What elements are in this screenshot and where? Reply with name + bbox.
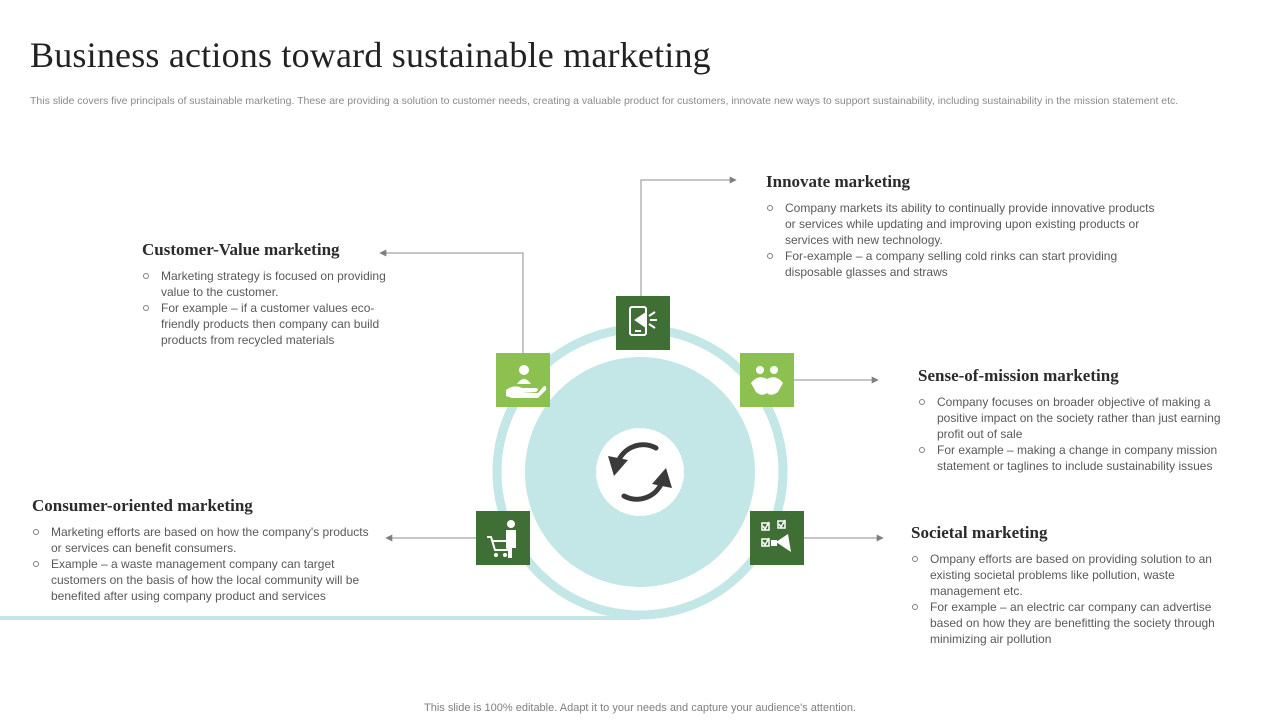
innovate-icon-tile — [616, 296, 670, 350]
sense-of-mission-marketing-title: Sense-of-mission marketing — [918, 366, 1119, 385]
handshake-icon — [751, 366, 783, 395]
innovate-marketing-title: Innovate marketing — [766, 172, 911, 191]
slide-subtitle: This slide covers five principals of sus… — [30, 95, 1179, 107]
sense-of-mission-marketing-block: Sense-of-mission marketing Company focus… — [918, 366, 1238, 474]
societal-icon-tile — [750, 511, 804, 565]
center-circle — [596, 428, 684, 516]
innovate-marketing-bullets: Company markets its ability to continual… — [766, 200, 1166, 280]
consumer-oriented-marketing-block: Consumer-oriented marketing Marketing ef… — [32, 496, 377, 604]
list-item: Marketing strategy is focused on providi… — [142, 268, 410, 300]
list-item: For-example – a company selling cold rin… — [766, 248, 1166, 280]
list-item: For example – if a customer values eco-f… — [142, 300, 410, 348]
list-item: For example – making a change in company… — [918, 442, 1238, 474]
sense-of-mission-marketing-bullets: Company focuses on broader objective of … — [918, 394, 1238, 474]
list-item: Ompany efforts are based on providing so… — [911, 551, 1246, 599]
consumer-oriented-marketing-title: Consumer-oriented marketing — [32, 496, 253, 515]
hand-holding-person-icon — [506, 365, 547, 398]
consumer-oriented-marketing-bullets: Marketing efforts are based on how the c… — [32, 524, 377, 604]
list-item: Example – a waste management company can… — [32, 556, 377, 604]
shopper-cart-icon — [487, 520, 516, 558]
societal-marketing-block: Societal marketing Ompany efforts are ba… — [911, 523, 1246, 647]
consumer-oriented-icon-tile — [476, 511, 530, 565]
societal-marketing-bullets: Ompany efforts are based on providing so… — [911, 551, 1246, 647]
sense-of-mission-icon-tile — [740, 353, 794, 407]
customer-value-icon-tile — [496, 353, 550, 407]
checklist-megaphone-icon — [761, 519, 791, 552]
customer-value-marketing-bullets: Marketing strategy is focused on providi… — [142, 268, 410, 348]
mobile-megaphone-icon — [629, 306, 657, 336]
list-item: Marketing efforts are based on how the c… — [32, 524, 377, 556]
connector-innovate — [640, 176, 737, 297]
societal-marketing-title: Societal marketing — [911, 523, 1048, 542]
cycle-arrows-icon — [608, 442, 672, 502]
slide-title: Business actions toward sustainable mark… — [30, 35, 711, 75]
list-item: Company markets its ability to continual… — [766, 200, 1166, 248]
list-item: Company focuses on broader objective of … — [918, 394, 1238, 442]
connector-customer-value — [379, 249, 524, 353]
list-item: For example – an electric car company ca… — [911, 599, 1246, 647]
innovate-marketing-block: Innovate marketing Company markets its a… — [766, 172, 1166, 280]
customer-value-marketing-title: Customer-Value marketing — [142, 240, 340, 259]
customer-value-marketing-block: Customer-Value marketing Marketing strat… — [142, 240, 410, 348]
slide-footer: This slide is 100% editable. Adapt it to… — [424, 702, 856, 714]
